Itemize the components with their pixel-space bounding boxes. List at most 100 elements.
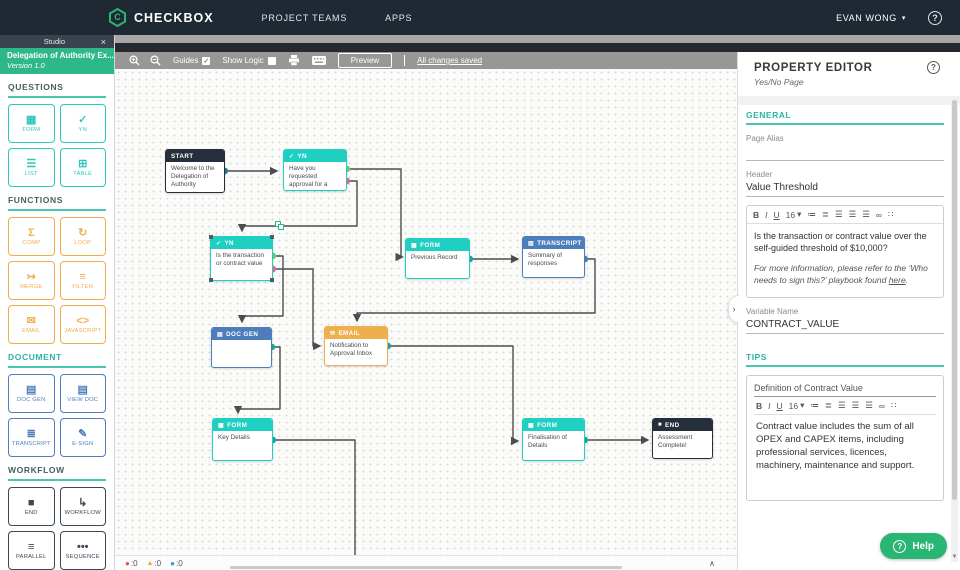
node-form-finalisation[interactable]: ▦FORM Finalisation of Details [522, 418, 585, 461]
vertical-scrollbar[interactable]: ▼ [951, 100, 958, 562]
palette-form-button[interactable]: ▦FORM [8, 104, 55, 143]
help-fab-label: Help [912, 540, 934, 552]
align-right-icon[interactable]: ☰ [862, 209, 870, 219]
node-title: DOC GEN [226, 330, 259, 338]
tip-body-text[interactable]: Contract value includes the sum of all O… [756, 421, 915, 471]
selection-handle[interactable] [270, 235, 274, 239]
here-link[interactable]: here [888, 275, 906, 286]
print-icon[interactable] [288, 55, 300, 66]
close-icon[interactable]: × [100, 36, 106, 47]
palette-yn-button[interactable]: ✓YN [59, 104, 106, 143]
node-body-text: Notification to Approval Inbox [330, 342, 373, 358]
workflow-canvas[interactable]: START Welcome to the Delegation of Autho… [115, 69, 737, 555]
bold-button[interactable]: B [753, 209, 760, 220]
numbered-list-icon[interactable]: ≔ [807, 209, 816, 219]
node-form-key-details[interactable]: ▦FORM Key Details [212, 418, 273, 461]
font-size-select[interactable]: 16▾ [786, 209, 802, 220]
duplicate-icon[interactable] [275, 221, 285, 231]
palette-workflow-button[interactable]: ↳WORKFLOW [59, 487, 106, 526]
palette-list-button[interactable]: ☰LIST [8, 148, 55, 187]
selection-handle[interactable] [209, 235, 213, 239]
brand[interactable]: C CHECKBOX [108, 8, 214, 27]
underline-button[interactable]: U [776, 400, 783, 411]
link-icon[interactable]: ∞ [875, 209, 882, 220]
node-start[interactable]: START Welcome to the Delegation of Autho… [165, 149, 225, 193]
guides-toggle[interactable]: Guides ✓ [173, 56, 211, 65]
chevron-up-icon[interactable]: ∧ [709, 558, 715, 568]
node-body-text: Assessment Complete! [658, 434, 693, 450]
rte-content[interactable]: Is the transaction or contract value ove… [747, 224, 943, 297]
selection-handle[interactable] [270, 278, 274, 282]
palette-merge-button[interactable]: ↣MERGE [8, 261, 55, 300]
zoom-out-icon[interactable] [150, 55, 161, 66]
palette-table-button[interactable]: ⊞TABLE [59, 148, 106, 187]
horizontal-scrollbar[interactable] [230, 566, 622, 569]
align-left-icon[interactable]: ☰ [838, 400, 846, 411]
form-icon: ▦ [218, 422, 225, 429]
palette-end-button[interactable]: ■END [8, 487, 55, 526]
numbered-list-icon[interactable]: ≔ [810, 400, 819, 411]
node-doc-gen[interactable]: ▤DOC GEN [211, 327, 272, 368]
italic-button[interactable]: I [765, 209, 768, 220]
help-icon[interactable]: ? [927, 61, 940, 74]
expand-icon[interactable]: ∷ [887, 209, 894, 219]
tab-studio[interactable]: Studio × [0, 35, 114, 48]
underline-button[interactable]: U [773, 209, 780, 220]
link-icon[interactable]: ∞ [878, 400, 885, 411]
header-input[interactable]: Value Threshold [746, 182, 944, 197]
scrollbar-thumb[interactable] [952, 100, 957, 500]
info-icon: ● [170, 558, 175, 568]
help-fab-button[interactable]: ? Help [880, 533, 947, 559]
help-icon[interactable]: ? [928, 10, 942, 25]
show-logic-checkbox[interactable] [267, 56, 276, 65]
italic-button[interactable]: I [768, 400, 771, 411]
user-menu[interactable]: EVAN WONG ▾ [836, 13, 906, 23]
bold-button[interactable]: B [756, 400, 763, 411]
nav-item-apps[interactable]: APPS [385, 12, 413, 23]
guides-checkbox[interactable]: ✓ [202, 56, 211, 65]
show-logic-toggle[interactable]: Show Logic [222, 56, 276, 65]
palette-e-sign-button[interactable]: ✎E-SIGN [59, 418, 106, 457]
selection-handle[interactable] [209, 278, 213, 282]
expand-icon[interactable]: ∷ [890, 400, 897, 411]
palette-javascript-button[interactable]: <>JAVASCRIPT [59, 305, 106, 344]
node-yn-approval[interactable]: ✓YN Have you requested approval for a [283, 149, 347, 191]
page-alias-input[interactable] [746, 147, 944, 161]
all-changes-saved-link[interactable]: All changes saved [417, 56, 483, 65]
zoom-in-icon[interactable] [129, 55, 140, 66]
palette-view-doc-button[interactable]: ▤VIEW DOC [59, 374, 106, 413]
node-yn-contract-value-selected[interactable]: ✓YN Is the transaction or contract value [209, 235, 274, 282]
bullet-list-icon[interactable]: ≣ [821, 209, 830, 219]
palette-transcript-button[interactable]: ≣TRANSCRIPT [8, 418, 55, 457]
preview-button[interactable]: Preview [337, 53, 393, 68]
bullet-list-icon[interactable]: ≣ [824, 400, 833, 411]
form-icon: ▦ [26, 114, 37, 126]
palette-parallel-button[interactable]: ≡PARALLEL [8, 531, 55, 570]
node-transcript[interactable]: ▤TRANSCRIPT Summary of responses [522, 236, 585, 278]
align-center-icon[interactable]: ☰ [848, 209, 857, 219]
font-size-select[interactable]: 16▾ [789, 400, 805, 411]
node-form-previous-record[interactable]: ▦FORM Previous Record [405, 238, 470, 279]
palette-filter-button[interactable]: ≡FILTER [59, 261, 106, 300]
palette-sequence-button[interactable]: •••SEQUENCE [59, 531, 106, 570]
palette-loop-button[interactable]: ↻LOOP [59, 217, 106, 256]
variable-name-input[interactable]: CONTRACT_VALUE [746, 319, 944, 335]
tip-title-input[interactable]: Definition of Contract Value [754, 383, 936, 398]
scroll-down-icon[interactable]: ▼ [951, 554, 958, 560]
brand-name: CHECKBOX [134, 10, 214, 25]
align-left-icon[interactable]: ☰ [835, 209, 843, 219]
palette-doc-gen-button[interactable]: ▤DOC GEN [8, 374, 55, 413]
panel-collapse-toggle[interactable]: › [728, 295, 739, 323]
node-end[interactable]: ■END Assessment Complete! [652, 418, 713, 459]
nav-item-project-teams[interactable]: PROJECT TEAMS [261, 12, 348, 23]
node-title: FORM [227, 421, 248, 429]
keyboard-icon[interactable] [311, 56, 326, 65]
palette-email-button[interactable]: ✉EMAIL [8, 305, 55, 344]
node-email[interactable]: ✉EMAIL Notification to Approval Inbox [324, 326, 388, 366]
edge [233, 346, 281, 415]
align-right-icon[interactable]: ☰ [865, 400, 873, 411]
header-rich-text-editor[interactable]: B I U 16▾ ≔ ≣ ☰ ☰ ☰ ∞ ∷ Is the transacti… [746, 205, 944, 299]
general-section-label: GENERAL [746, 110, 792, 120]
align-center-icon[interactable]: ☰ [851, 400, 860, 411]
